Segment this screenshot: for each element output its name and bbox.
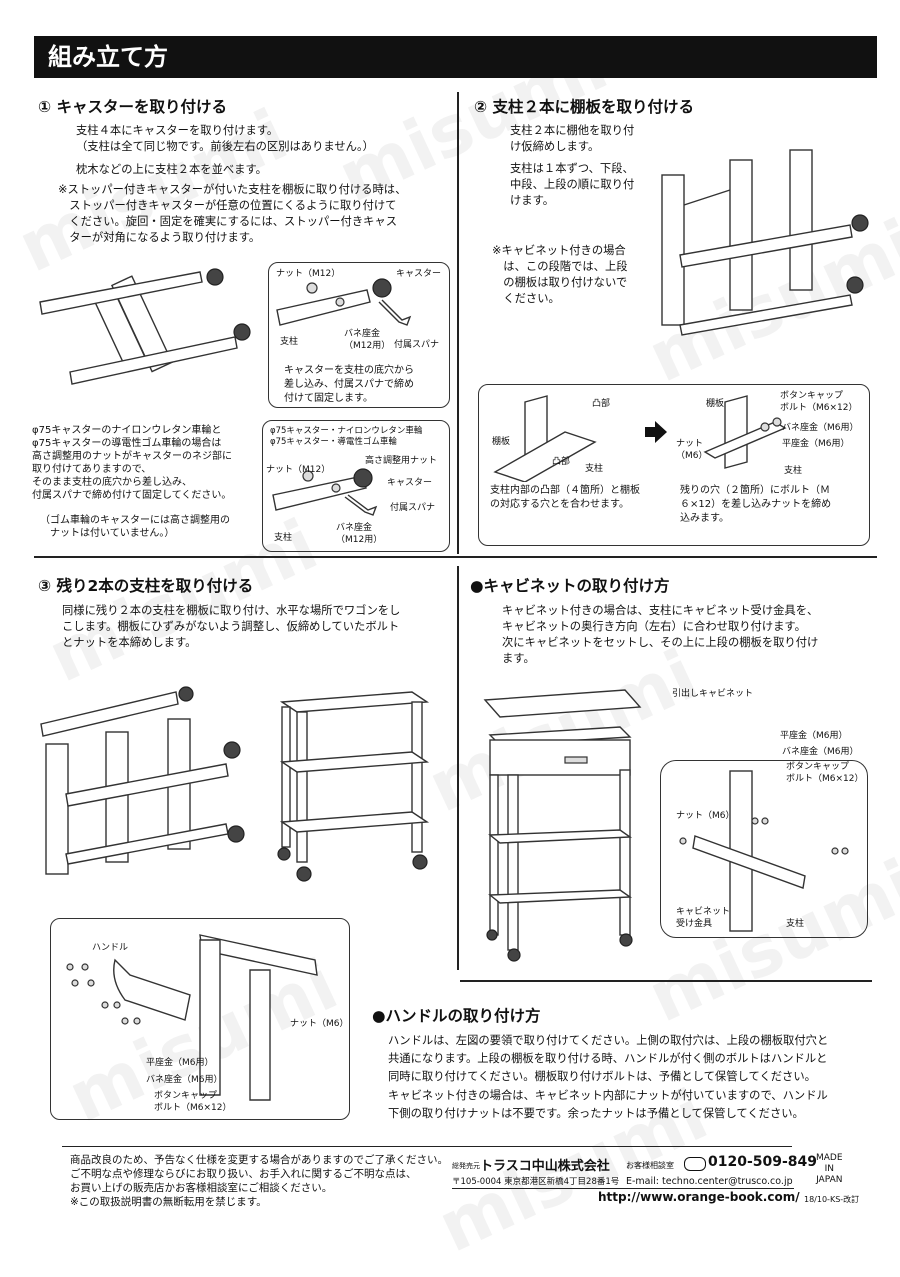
s3-assembly-illustration [40, 686, 245, 875]
shelf-detail-illustration [493, 395, 787, 482]
freedial-icon [684, 1157, 706, 1171]
s2-assembly-illustration [661, 149, 869, 336]
label-washer: バネ座金 （M12用） [344, 329, 391, 351]
label-pillar-2: 支柱 [784, 466, 803, 476]
revision-code: 18/10-KS-改訂 [804, 1195, 860, 1204]
support-email: E-mail: techno.center@trusco.co.jp [626, 1176, 793, 1187]
label-pillar-2: 支柱 [274, 533, 293, 543]
label-caster-2: キャスター [387, 478, 433, 488]
shelf-note-1: 支柱内部の凸部（４箇所）と棚板 の対応する穴とを合わせます。 [490, 485, 640, 510]
label-bolt: ボタンキャップ ボルト（M6×12） [780, 391, 858, 413]
caster-note: キャスターを支柱の底穴から 差し込み、付属スパナで締め 付けて固定します。 [284, 365, 414, 404]
made-in-japan: MADE IN JAPAN [816, 1153, 843, 1185]
label-pillar: 支柱 [280, 337, 299, 347]
s1-text-5: （ゴム車輪のキャスターには高さ調整用の ナットは付いていません。） [40, 515, 230, 539]
cabinet-detail-box [660, 760, 868, 938]
divider [460, 980, 872, 982]
caster-detail-illustration [276, 278, 412, 326]
support-phone: 0120-509-849 [708, 1154, 818, 1170]
label-bolt: ボタンキャップ ボルト（M6×12） [154, 1091, 232, 1113]
handle-detail-box [50, 918, 350, 1120]
handle-text: ハンドルは、左図の要領で取り付けてください。上側の取付穴は、上段の棚板取付穴と … [388, 1034, 829, 1120]
footer-notes: 商品改良のため、予告なく仕様を変更する場合がありますのでご了承ください。 ご不明… [70, 1154, 448, 1208]
divider [457, 92, 459, 554]
label-flat-washer: 平座金（M6用） [780, 731, 848, 741]
s1-assembly-illustration [39, 268, 251, 385]
label-pillar: 支柱 [585, 464, 604, 474]
section-3-title: ③ 残り2本の支柱を取り付ける [38, 577, 254, 595]
label-pillar: 支柱 [786, 919, 805, 929]
company-address: 〒105-0004 東京都港区新橋4丁目28番1号 [452, 1177, 620, 1187]
seller-label: 総発売元 [452, 1162, 480, 1170]
s1-text-2: 枕木などの上に支柱２本を並べます。 [76, 163, 267, 176]
cabinet-detail-illustration [679, 770, 849, 932]
caster-type-heading: φ75キャスター・ナイロンウレタン車輪 φ75キャスター・導電性ゴム車輪 [270, 426, 423, 447]
handle-title: ●ハンドルの取り付け方 [372, 1007, 541, 1025]
s3-text-1: 同様に残り２本の支柱を棚板に取り付け、水平な場所でワゴンをし こします。棚板にひ… [62, 604, 401, 649]
shelf-note-2: 残りの穴（２箇所）にボルト（Ｍ ６×12）を差し込みナットを締め 込みます。 [680, 485, 832, 524]
label-drawer-cabinet: 引出しキャビネット [672, 689, 754, 699]
cabinet-assembly-illustration [483, 689, 642, 962]
label-convex: 凸部 [592, 399, 611, 409]
label-shelf-2: 棚板 [706, 399, 725, 409]
s2-text-3: ※キャビネット付きの場合 は、この段階では、上段 の棚板は取り付けないで くださ… [492, 244, 628, 305]
label-washer: バネ座金（M6用） [782, 747, 859, 757]
website-link[interactable]: http://www.orange-book.com/ [598, 1190, 800, 1204]
footer-divider [62, 1146, 792, 1147]
s1-text-3: ※ストッパー付きキャスターが付いた支柱を棚板に取り付ける時は、 ストッパー付きキ… [58, 183, 407, 244]
label-nut-2: ナット（M12） [266, 465, 331, 475]
label-washer: バネ座金（M6用） [782, 423, 859, 433]
label-convex-2: 凸部 [552, 457, 571, 467]
label-handle: ハンドル [92, 943, 129, 953]
section-1-title: ① キャスターを取り付ける [38, 98, 228, 116]
label-spanner-2: 付属スパナ [390, 503, 436, 513]
wagon-illustration [277, 691, 430, 882]
label-caster: キャスター [396, 269, 442, 279]
label-flat-washer: 平座金（M6用） [146, 1058, 214, 1068]
s2-text-1: 支柱２本に棚他を取り付 け仮締めします。 [510, 124, 635, 153]
cabinet-title: ●キャビネットの取り付け方 [470, 577, 670, 595]
s1-text-4: φ75キャスターのナイロンウレタン車輪と φ75キャスターの導電性ゴム車輪の場合… [32, 425, 232, 501]
label-shelf: 棚板 [492, 437, 511, 447]
footer-divider-2 [452, 1188, 794, 1189]
section-2-title: ② 支柱２本に棚板を取り付ける [474, 98, 695, 116]
label-nut: ナット（M12） [276, 269, 341, 279]
label-bolt: ボタンキャップ ボルト（M6×12） [786, 762, 864, 784]
cabinet-text: キャビネット付きの場合は、支柱にキャビネット受け金具を、 キャビネットの奥行き方… [502, 604, 819, 665]
handle-detail-illustration [66, 934, 318, 1101]
company-name: トラスコ中山株式会社 [480, 1159, 610, 1174]
caster-detail-box-2 [262, 420, 450, 552]
label-nut: ナット（M6） [290, 1019, 349, 1029]
page-title: 組み立て方 [34, 36, 877, 78]
shelf-detail-box [478, 384, 870, 546]
caster-detail-illustration-2 [272, 468, 378, 516]
s2-text-2: 支柱は１本ずつ、下段、 中段、上段の順に取り付 けます。 [510, 162, 635, 207]
divider [457, 566, 459, 970]
label-washer-2: バネ座金 （M12用） [336, 523, 383, 545]
label-spanner: 付属スパナ [394, 340, 440, 350]
label-nut: ナット（M6） [676, 811, 735, 821]
support-label: お客様相談室 [626, 1161, 674, 1170]
label-washer: バネ座金（M6用） [146, 1075, 223, 1085]
s1-text-1: 支柱４本にキャスターを取り付けます。 （支柱は全て同じ物です。前後左右の区別はあ… [76, 124, 374, 153]
label-bracket: キャビネット 受け金具 [676, 907, 731, 929]
label-nut: ナット （M6） [676, 439, 708, 461]
caster-detail-box [268, 262, 450, 408]
label-adjust-nut: 高さ調整用ナット [365, 456, 438, 466]
label-flat-washer: 平座金（M6用） [782, 439, 850, 449]
divider [34, 556, 877, 558]
